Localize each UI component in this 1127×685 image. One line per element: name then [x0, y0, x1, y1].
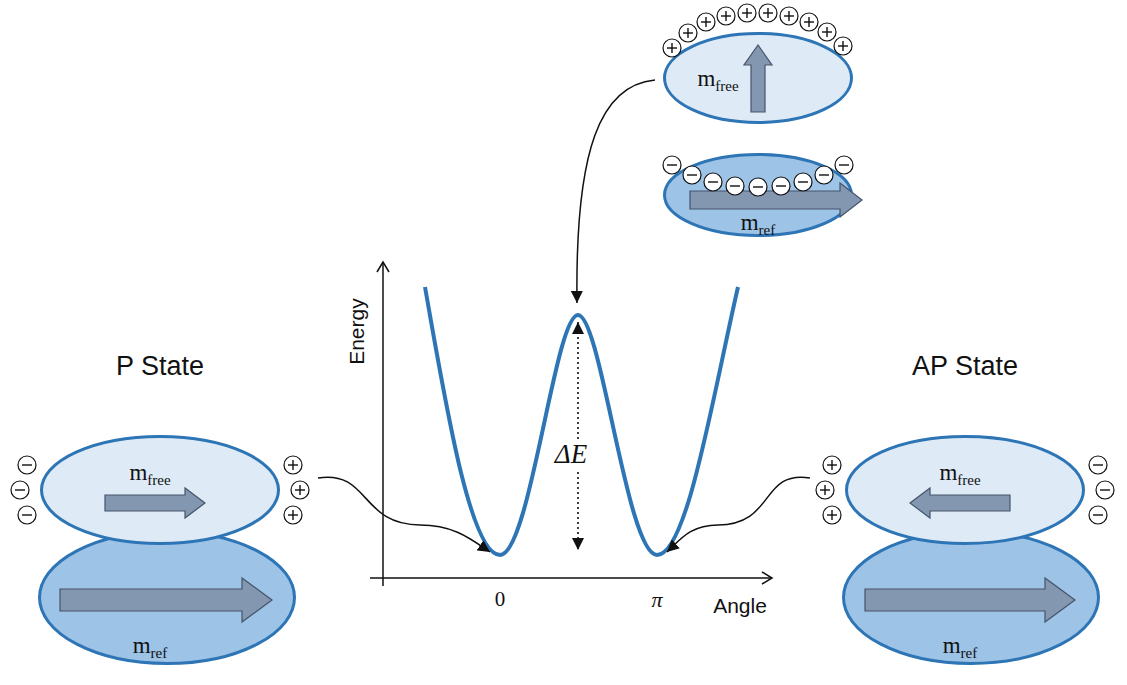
layer-outline [40, 532, 295, 664]
magnetization-label: mref [741, 211, 776, 234]
tick-label: 0 [495, 588, 506, 611]
leader-arrow [577, 80, 655, 303]
subscript-text: ref [961, 645, 978, 661]
negative-charge [704, 173, 722, 191]
axis-title: Angle [713, 594, 767, 617]
negative-charge [11, 481, 29, 499]
negative-charge [1089, 506, 1107, 524]
magnetization-label: mfree [129, 461, 170, 484]
subscript-text: free [715, 78, 738, 94]
layer-outline [844, 532, 1099, 664]
symbol-text: m [133, 633, 151, 658]
magnetization-arrow [60, 578, 272, 622]
subscript-text: free [147, 472, 170, 488]
layer-outline [42, 437, 279, 544]
positive-charge [780, 7, 798, 25]
state-title: P State [116, 352, 204, 382]
magnetic-layer: mfree [845, 435, 1085, 545]
symbol-text: m [129, 460, 147, 485]
magnetization-arrow [910, 488, 1010, 518]
positive-charge [818, 23, 836, 41]
symbol-text: m [943, 633, 961, 658]
positive-charge [800, 13, 818, 31]
magnetization-label: mref [133, 634, 168, 657]
layer-ellipse [845, 435, 1085, 545]
negative-charge [815, 166, 833, 184]
magnetic-layer: mfree [663, 32, 853, 124]
energy-curve [425, 287, 738, 555]
positive-charge [284, 456, 302, 474]
leader-arrow [667, 477, 810, 552]
positive-charge [834, 37, 852, 55]
layer-ellipse [40, 435, 280, 545]
magnetization-label: mfree [697, 67, 738, 90]
positive-charge [291, 481, 309, 499]
magnetic-layer: mref [38, 530, 296, 665]
positive-charge [823, 506, 841, 524]
barrier-label: ΔE [551, 439, 591, 471]
negative-charge [726, 177, 744, 195]
negative-charge [835, 156, 853, 174]
symbol-text: m [741, 210, 759, 235]
negative-charge [772, 177, 790, 195]
axis-title: Energy [344, 299, 367, 366]
magnetization-arrow [865, 578, 1075, 622]
positive-charge [284, 506, 302, 524]
magnetization-arrow [744, 45, 772, 112]
negative-charge [683, 166, 701, 184]
magnetization-arrow [690, 183, 862, 217]
negative-charge [1089, 456, 1107, 474]
layer-outline [847, 437, 1084, 544]
magnetic-layer: mfree [40, 435, 280, 545]
x-axis [370, 577, 772, 579]
negative-charge [794, 173, 812, 191]
magnetization-arrow [105, 488, 205, 518]
state-title: AP State [912, 352, 1018, 382]
negative-charge [1096, 481, 1114, 499]
magnetic-layer: mref [663, 153, 853, 237]
negative-charge [663, 156, 681, 174]
positive-charge [759, 4, 777, 22]
symbol-text: m [697, 66, 715, 91]
subscript-text: free [957, 472, 980, 488]
layer-ellipse [663, 32, 853, 124]
symbol-text: m [939, 460, 957, 485]
magnetization-label: mfree [939, 461, 980, 484]
subscript-text: ref [759, 222, 776, 238]
layer-ellipse [38, 530, 296, 665]
magnetization-label: mref [943, 634, 978, 657]
positive-charge [816, 481, 834, 499]
y-axis [382, 262, 384, 586]
positive-charge [679, 24, 697, 42]
positive-charge [697, 13, 715, 31]
layer-outline [665, 34, 852, 123]
magnetic-layer: mref [842, 530, 1100, 665]
negative-charge [18, 506, 36, 524]
positive-charge [663, 39, 681, 57]
tick-label: π [651, 588, 662, 612]
subscript-text: ref [151, 645, 168, 661]
negative-charge [18, 456, 36, 474]
positive-charge [738, 4, 756, 22]
positive-charge [717, 7, 735, 25]
positive-charge [823, 456, 841, 474]
leader-arrow [318, 477, 490, 552]
negative-charge [749, 178, 767, 196]
barrier-dotted-arrow [577, 322, 579, 550]
